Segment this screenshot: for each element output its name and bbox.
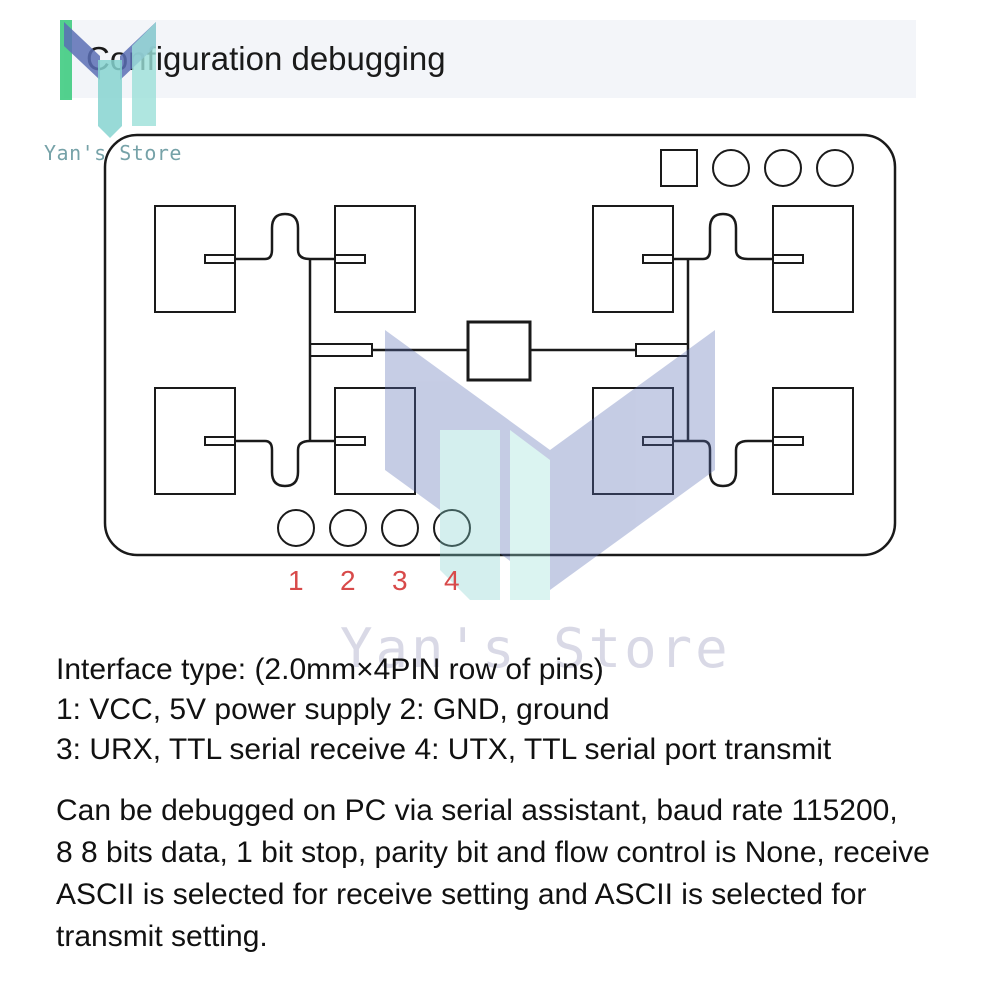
pin-label-2: 2 xyxy=(340,565,356,596)
pin-label-3: 3 xyxy=(392,565,408,596)
header-pin xyxy=(381,509,419,547)
header-bar xyxy=(64,20,916,98)
antenna-patch xyxy=(772,387,854,495)
header-pin xyxy=(277,509,315,547)
debug-description: Can be debugged on PC via serial assista… xyxy=(56,790,930,958)
round-pad xyxy=(816,149,854,187)
radar-module-diagram: 1 2 3 4 xyxy=(103,133,897,600)
pin-desc-1-2: 1: VCC, 5V power supply 2: GND, ground xyxy=(56,693,610,726)
round-pad xyxy=(712,149,750,187)
description-line: 8 8 bits data, 1 bit stop, parity bit an… xyxy=(56,836,930,869)
header-pin xyxy=(329,509,367,547)
description-line: Can be debugged on PC via serial assista… xyxy=(56,794,898,827)
interface-type: Interface type: (2.0mm×4PIN row of pins) xyxy=(56,653,604,686)
antenna-patch xyxy=(592,205,674,313)
antenna-patch xyxy=(154,387,236,495)
header-pin xyxy=(433,509,471,547)
antenna-patch xyxy=(772,205,854,313)
square-pad xyxy=(660,149,698,187)
description-line: transmit setting. xyxy=(56,920,268,953)
store-logo-icon xyxy=(60,20,156,138)
pin-label-1: 1 xyxy=(288,565,304,596)
round-pad xyxy=(764,149,802,187)
watermark-logo-icon xyxy=(385,330,715,600)
antenna-patch xyxy=(334,205,416,313)
description-line: ASCII is selected for receive setting an… xyxy=(56,878,867,911)
pin-desc-3-4: 3: URX, TTL serial receive 4: UTX, TTL s… xyxy=(56,733,832,766)
radar-chip xyxy=(466,320,532,382)
board-outline xyxy=(103,133,897,557)
watermark-text: Yan's Store xyxy=(340,617,731,680)
antenna-patch xyxy=(154,205,236,313)
pin-label-4: 4 xyxy=(444,565,460,596)
